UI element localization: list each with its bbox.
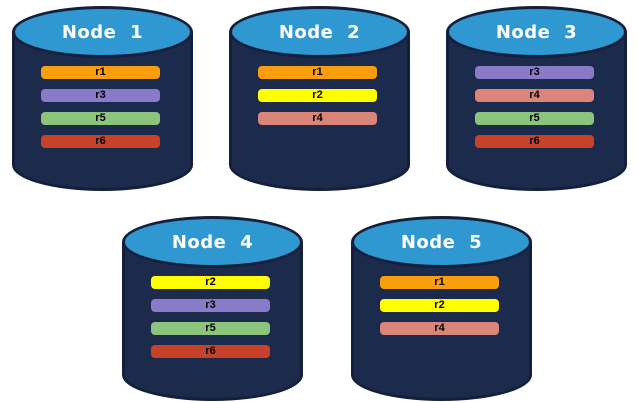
database-icon-top: Node 1 <box>12 6 193 58</box>
database-node-4: Node 4 r2 r3 r5 r6 <box>122 216 303 401</box>
node-label: Node 3 <box>495 21 578 43</box>
database-icon-top: Node 2 <box>229 6 410 58</box>
database-node-5: Node 5 r1 r2 r4 <box>351 216 532 401</box>
replica-bar-r5: r5 <box>41 112 160 125</box>
replica-bar-r4: r4 <box>258 112 377 125</box>
replica-bar-r6: r6 <box>41 135 160 148</box>
replica-bar-r4: r4 <box>380 322 499 335</box>
replica-bar-r1: r1 <box>258 66 377 79</box>
database-icon-top: Node 5 <box>351 216 532 268</box>
node-label: Node 5 <box>400 231 483 253</box>
replica-bar-r6: r6 <box>151 345 270 358</box>
replica-bar-r5: r5 <box>151 322 270 335</box>
replica-bar-r1: r1 <box>380 276 499 289</box>
replica-list: r2 r3 r5 r6 <box>151 276 270 358</box>
replica-list: r1 r2 r4 <box>258 66 377 125</box>
replica-bar-r2: r2 <box>380 299 499 312</box>
replica-bar-r5: r5 <box>475 112 594 125</box>
node-label: Node 4 <box>171 231 254 253</box>
database-node-1: Node 1 r1 r3 r5 r6 <box>12 6 193 191</box>
replica-bar-r3: r3 <box>41 89 160 102</box>
node-row: Node 4 r2 r3 r5 r6 Node 5 r1 r2 r4 <box>122 216 532 401</box>
node-label: Node 1 <box>61 21 144 43</box>
replica-bar-r3: r3 <box>151 299 270 312</box>
replica-list: r3 r4 r5 r6 <box>475 66 594 148</box>
replica-bar-r6: r6 <box>475 135 594 148</box>
replica-bar-r4: r4 <box>475 89 594 102</box>
replica-bar-r3: r3 <box>475 66 594 79</box>
replica-list: r1 r3 r5 r6 <box>41 66 160 148</box>
database-node-3: Node 3 r3 r4 r5 r6 <box>446 6 627 191</box>
node-label: Node 2 <box>278 21 361 43</box>
database-node-2: Node 2 r1 r2 r4 <box>229 6 410 191</box>
database-icon-top: Node 3 <box>446 6 627 58</box>
replica-bar-r2: r2 <box>151 276 270 289</box>
replica-bar-r1: r1 <box>41 66 160 79</box>
replica-list: r1 r2 r4 <box>380 276 499 335</box>
database-icon-top: Node 4 <box>122 216 303 268</box>
replica-bar-r2: r2 <box>258 89 377 102</box>
